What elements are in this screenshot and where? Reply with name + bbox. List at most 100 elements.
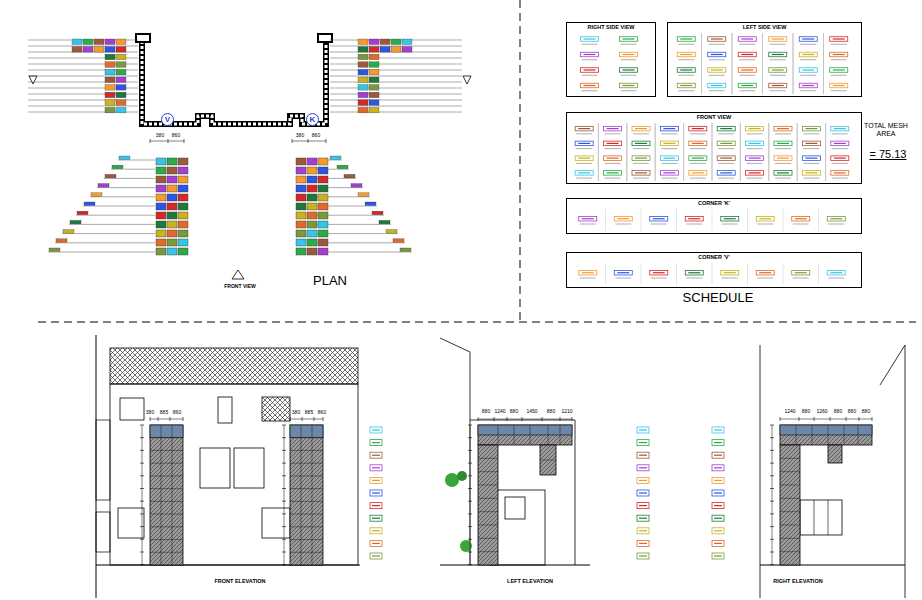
dimension-tick — [770, 564, 774, 565]
window — [262, 508, 290, 538]
legend-tag — [637, 465, 649, 471]
schedule-note — [605, 148, 621, 149]
mesh-panel — [167, 212, 177, 219]
dimension-tick — [140, 488, 144, 489]
ground-line — [440, 565, 590, 566]
mesh-tag — [56, 239, 67, 243]
schedule-note — [803, 178, 819, 179]
building-wall — [110, 384, 358, 565]
legend-tag — [370, 452, 382, 458]
mesh-joint — [530, 425, 531, 445]
mesh-panel — [116, 39, 126, 45]
schedule-tag — [774, 141, 792, 146]
legend-tag — [370, 540, 382, 546]
mesh-panel — [369, 107, 379, 113]
legend-tag — [637, 553, 649, 559]
schedule-divider — [655, 123, 656, 181]
schedule-tag-fill — [759, 272, 771, 273]
schedule-divider — [740, 123, 741, 181]
schedule-tag — [738, 68, 756, 73]
dimension-tick — [140, 564, 144, 565]
schedule-tag-fill — [833, 85, 845, 86]
dimension-tick — [282, 564, 286, 565]
schedule-tag — [774, 171, 792, 176]
mesh-panel — [318, 230, 328, 237]
mesh-panel — [296, 221, 306, 228]
schedule-tag — [581, 83, 599, 88]
schedule-tag — [708, 37, 726, 42]
mesh-panel — [318, 203, 328, 210]
mesh-panel — [307, 203, 317, 210]
schedule-note — [690, 163, 706, 164]
schedule-tag-fill — [772, 54, 784, 55]
dimension-text: 1260 — [816, 409, 827, 415]
mesh-joint — [301, 425, 302, 565]
mesh-panel — [178, 230, 188, 237]
mesh-tag — [91, 193, 102, 197]
mesh-tag — [351, 184, 362, 188]
schedule-tag-fill — [582, 218, 594, 219]
schedule-tag-fill — [749, 172, 761, 173]
mesh-panel — [307, 167, 317, 174]
legend-tag — [712, 477, 724, 483]
schedule-divider — [818, 209, 819, 231]
schedule-note — [615, 224, 631, 225]
schedule-note — [633, 178, 649, 179]
dimension-tick — [522, 417, 523, 421]
legend-tag-fill — [639, 505, 647, 506]
schedule-tag-fill — [623, 38, 635, 39]
mesh-panel — [178, 212, 188, 219]
mesh-panel — [369, 85, 379, 91]
leader-line — [28, 106, 138, 107]
mesh-panel — [156, 230, 166, 237]
schedule-tag-fill — [653, 272, 665, 273]
mesh-joint — [478, 471, 498, 472]
schedule-divider — [712, 263, 713, 285]
mesh-panel — [156, 167, 166, 174]
schedule-tag — [827, 271, 845, 276]
schedule-note — [582, 44, 598, 45]
mesh-tag — [49, 248, 60, 252]
schedule-divider — [823, 33, 824, 94]
drawing-label: RIGHT ELEVATION — [773, 578, 822, 584]
schedule-note — [686, 224, 702, 225]
schedule-note — [582, 59, 598, 60]
schedule-tag-fill — [692, 128, 704, 129]
legend-tag-fill — [639, 543, 647, 544]
side-block — [96, 512, 110, 552]
legend-tag — [370, 465, 382, 471]
schedule-panel: FRONT VIEW — [566, 112, 862, 184]
dimension-tick — [150, 417, 151, 421]
legend-tag-fill — [714, 505, 722, 506]
mesh-joint — [478, 551, 498, 552]
mesh-panel — [105, 39, 115, 45]
mesh-panel — [156, 248, 166, 255]
legend-tag — [712, 427, 724, 433]
mesh-tag — [105, 174, 116, 178]
mesh-joint — [478, 458, 498, 459]
leader-line — [28, 76, 138, 77]
schedule-tag — [660, 141, 678, 146]
schedule-tag — [689, 156, 707, 161]
schedule-tag — [769, 68, 787, 73]
schedule-tag-fill — [802, 69, 814, 70]
schedule-tag-fill — [749, 158, 761, 159]
schedule-tag — [677, 37, 695, 42]
building-edge — [760, 345, 761, 598]
schedule-tag-fill — [777, 128, 789, 129]
schedule-tag-fill — [777, 143, 789, 144]
legend-tag — [637, 540, 649, 546]
schedule-divider — [797, 123, 798, 181]
legend-tag — [712, 465, 724, 471]
dimension-line — [290, 419, 323, 420]
dimension-tick — [292, 139, 293, 143]
mesh-panel — [116, 77, 126, 83]
mesh-panel — [94, 39, 104, 45]
mesh-tag — [344, 174, 355, 178]
schedule-tag-fill — [802, 54, 814, 55]
legend-tag-fill — [639, 455, 647, 456]
dimension-tick — [872, 417, 873, 421]
sheet-divider — [38, 322, 916, 323]
leader-line — [330, 94, 462, 95]
schedule-note — [800, 59, 816, 60]
